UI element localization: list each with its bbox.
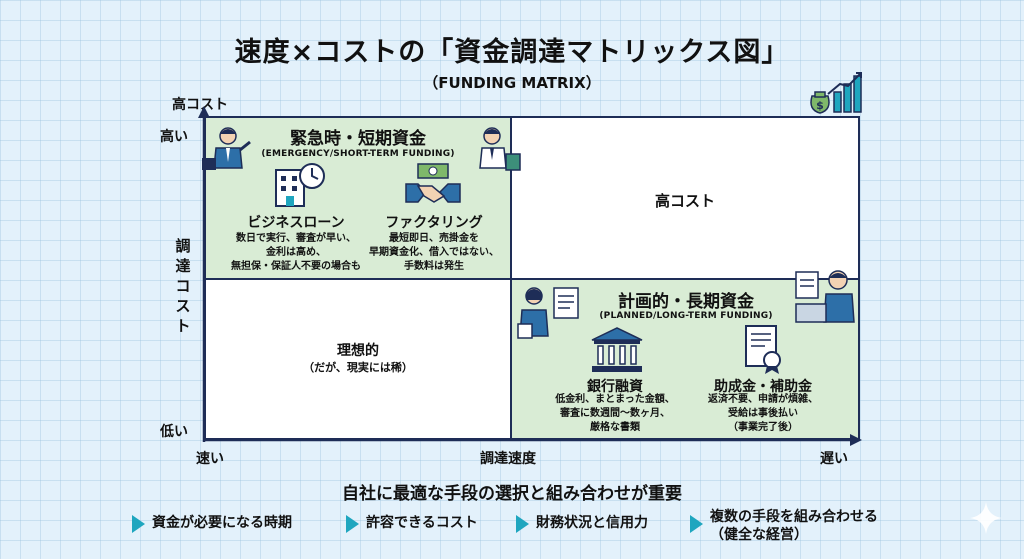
item-title: 助成金・補助金 [714, 379, 812, 395]
building-clock-icon [275, 163, 325, 207]
arrow-right-icon [346, 515, 359, 533]
quadrant-top-right-title: 高コスト [654, 192, 715, 210]
x-axis-center-label: 調達速度 [480, 451, 536, 467]
x-axis-right-label: 遅い [820, 451, 848, 467]
sparkle-icon [970, 502, 1002, 534]
key-point-note: （健全な経営） [710, 527, 808, 543]
key-point: 複数の手段を組み合わせる [710, 509, 878, 525]
svg-text:$: $ [816, 99, 824, 112]
quadrant-bottom-right-subtitle: (PLANNED/LONG-TERM FUNDING) [599, 311, 773, 321]
y-axis-label-char: 調 [175, 237, 191, 255]
certificate-icon [745, 325, 781, 374]
key-point: 許容できるコスト [366, 515, 478, 531]
quadrant-top-left-title: 緊急時・短期資金 [290, 129, 426, 149]
item-description: 返済不要、申請が煩雑、 受給は事後払い （事業完了後） [708, 394, 818, 433]
quadrant-bottom-left-title: 理想的 [337, 343, 379, 359]
page-title: 速度×コストの「資金調達マトリックス図」 [234, 37, 790, 68]
item-description: 最短即日、売掛金を 早期資金化、借入ではない、 手数料は発生 [369, 233, 499, 272]
item-title: ビジネスローン [247, 215, 345, 231]
man-with-laptop-icon [795, 270, 855, 323]
y-axis-label: 調 達 コ ス ト [173, 236, 193, 336]
businesswoman-running-icon [479, 127, 521, 171]
item-title: ファクタリング [385, 215, 483, 231]
handshake-money-icon [405, 163, 461, 203]
arrow-right-icon [516, 515, 529, 533]
money-growth-chart-icon: $ [810, 72, 862, 114]
businessman-running-icon [202, 127, 251, 170]
x-axis-left-label: 速い [196, 451, 224, 467]
bank-icon [591, 327, 643, 372]
woman-with-document-icon [517, 287, 579, 339]
y-axis-label-char: コ [175, 277, 191, 295]
item-description: 低金利、まとまった金額、 審査に数週間〜数ヶ月、 厳格な書類 [555, 394, 675, 433]
y-axis-label-char: ス [175, 297, 191, 315]
conclusion-text: 自社に最適な手段の選択と組み合わせが重要 [342, 484, 682, 504]
quadrant-bottom-left-subtitle: （だが、現実には稀） [303, 361, 413, 374]
y-axis-high-label: 高い [160, 129, 188, 145]
item-description: 数日で実行、審査が早い、 金利は高め、 無担保・保証人不要の場合も [231, 233, 361, 272]
quadrant-top-left-subtitle: (EMERGENCY/SHORT-TERM FUNDING) [261, 149, 455, 159]
key-point: 財務状況と信用力 [536, 515, 648, 531]
y-axis-low-label: 低い [160, 424, 188, 440]
quadrant-bottom-right-title: 計画的・長期資金 [618, 292, 754, 312]
y-axis-label-char: ト [175, 317, 191, 335]
arrow-right-icon [690, 515, 703, 533]
y-axis-label-char: 達 [175, 257, 191, 275]
y-axis-top-note: 高コスト [172, 97, 228, 113]
item-title: 銀行融資 [587, 379, 643, 395]
key-point: 資金が必要になる時期 [152, 515, 292, 531]
page-subtitle: （FUNDING MATRIX） [423, 74, 601, 92]
arrow-right-icon [132, 515, 145, 533]
